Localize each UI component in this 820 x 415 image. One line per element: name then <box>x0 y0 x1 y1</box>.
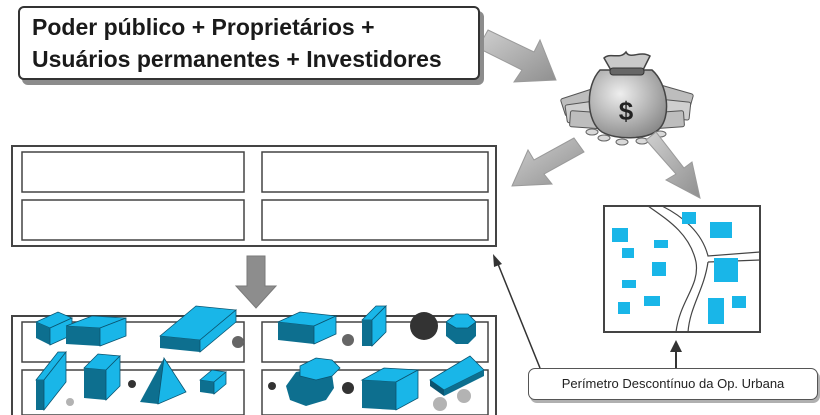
octagon-tower <box>445 313 477 344</box>
stakeholders-title: Poder público + Proprietários + Usuários… <box>18 6 480 80</box>
building-block <box>429 355 485 396</box>
building-block <box>276 311 338 345</box>
sphere <box>232 336 244 348</box>
sphere <box>128 380 136 388</box>
sphere <box>457 389 471 403</box>
sphere <box>342 382 354 394</box>
sphere <box>342 334 354 346</box>
perimeter-caption: Perímetro Descontínuo da Op. Urbana <box>528 368 818 400</box>
pyramid <box>140 356 187 405</box>
building-block <box>65 315 127 347</box>
arrow-to-city-grid <box>511 137 585 187</box>
arrow-down-development <box>234 255 278 309</box>
building-block <box>360 367 420 411</box>
title-line-1: Poder público + Proprietários + <box>32 14 375 40</box>
building-block <box>35 350 67 412</box>
arrow-to-perimeter-map <box>645 131 701 199</box>
sphere <box>410 312 438 340</box>
developed-city-grid <box>11 305 497 415</box>
money-bag-icon: $ <box>560 50 694 146</box>
building-block <box>361 305 387 347</box>
arrow-to-money-bag <box>477 29 557 83</box>
sphere <box>433 397 447 411</box>
title-line-2: Usuários permanentes + Investidores <box>32 46 442 72</box>
perimeter-map <box>603 205 761 368</box>
building-block <box>83 353 121 401</box>
caption-connector <box>493 254 541 369</box>
map-lots <box>612 212 746 324</box>
building-block <box>199 369 227 395</box>
sphere <box>66 398 74 406</box>
building-block <box>35 311 73 346</box>
dollar-sign: $ <box>619 96 634 126</box>
building-block <box>159 305 237 353</box>
octagon-tower <box>286 357 341 406</box>
sphere <box>268 382 276 390</box>
empty-city-grid <box>11 145 497 247</box>
